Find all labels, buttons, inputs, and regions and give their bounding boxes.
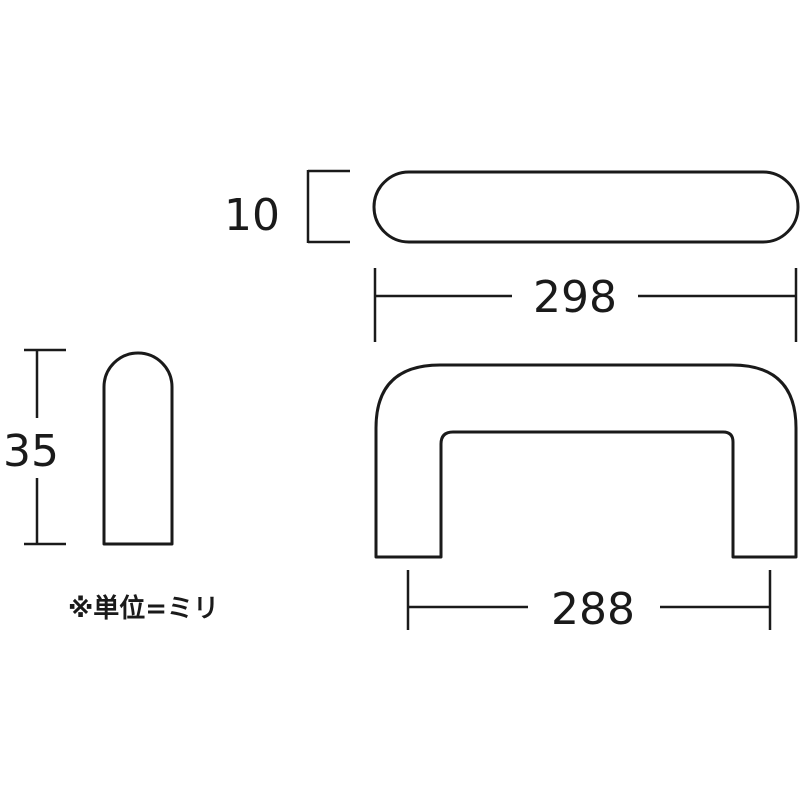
thickness-label: 10	[224, 190, 280, 241]
overall-length-dimension: 298	[373, 268, 798, 342]
height-dimension: 35	[0, 348, 66, 546]
handle-front-view	[374, 363, 798, 559]
pitch-label: 288	[551, 584, 635, 635]
thickness-dimension: 10	[224, 169, 350, 244]
height-label-backing	[0, 418, 62, 478]
height-label: 35	[3, 426, 59, 477]
handle-side-view	[102, 351, 174, 546]
overall-length-label: 298	[533, 272, 617, 323]
unit-note: ※単位=ミリ	[68, 593, 219, 624]
handle-top-view	[372, 170, 800, 244]
pitch-dimension: 288	[406, 570, 772, 635]
